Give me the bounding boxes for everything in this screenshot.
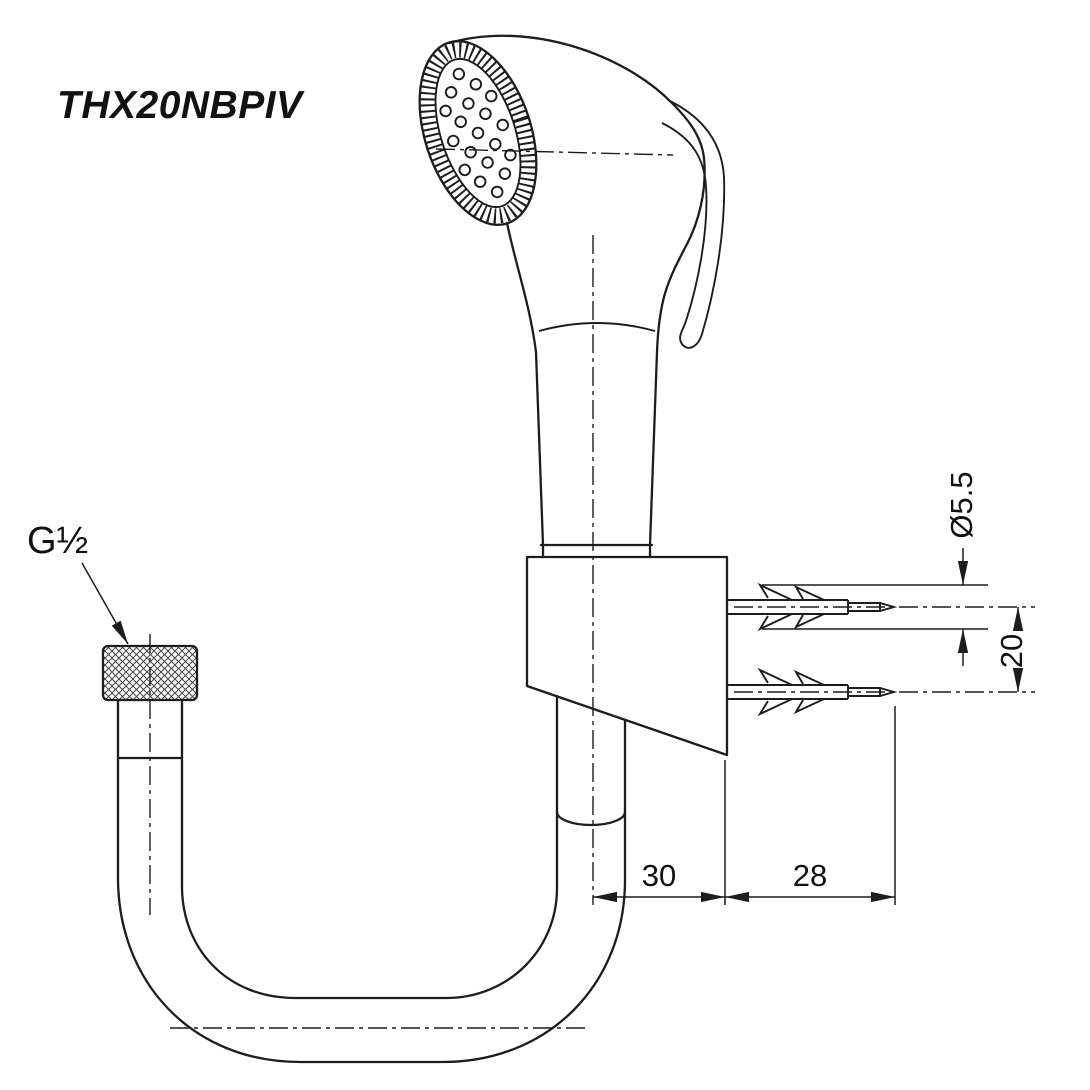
mounting-screw-bottom [726, 669, 1036, 715]
dim-horizontal: 30 28 [593, 706, 896, 905]
inlet-tube [555, 694, 627, 827]
thread-leader-line [81, 562, 129, 645]
dim-screw-spacing: 20 [994, 607, 1029, 692]
dim-hole-diameter-label: Ø5.5 [944, 471, 979, 538]
dim-offset-label: 30 [642, 858, 676, 893]
mounting-screw-top [726, 584, 1036, 630]
nozzle-rim-hatching [420, 42, 536, 224]
head-centerline [435, 148, 674, 156]
spray-head [447, 34, 726, 354]
dim-depth-label: 28 [793, 858, 827, 893]
nozzle-face [418, 40, 538, 226]
thread-size-label: G½ [27, 520, 88, 562]
hose [116, 698, 627, 1064]
hose-connector [101, 634, 199, 915]
nozzle-holes [439, 67, 517, 199]
wall-bracket [525, 555, 729, 757]
trigger-lever [661, 99, 726, 349]
dim-hole-diameter: Ø5.5 [762, 471, 988, 666]
model-title: THX20NBPIV [57, 84, 305, 127]
dim-screw-spacing-label: 20 [994, 634, 1029, 668]
handle [534, 322, 659, 559]
